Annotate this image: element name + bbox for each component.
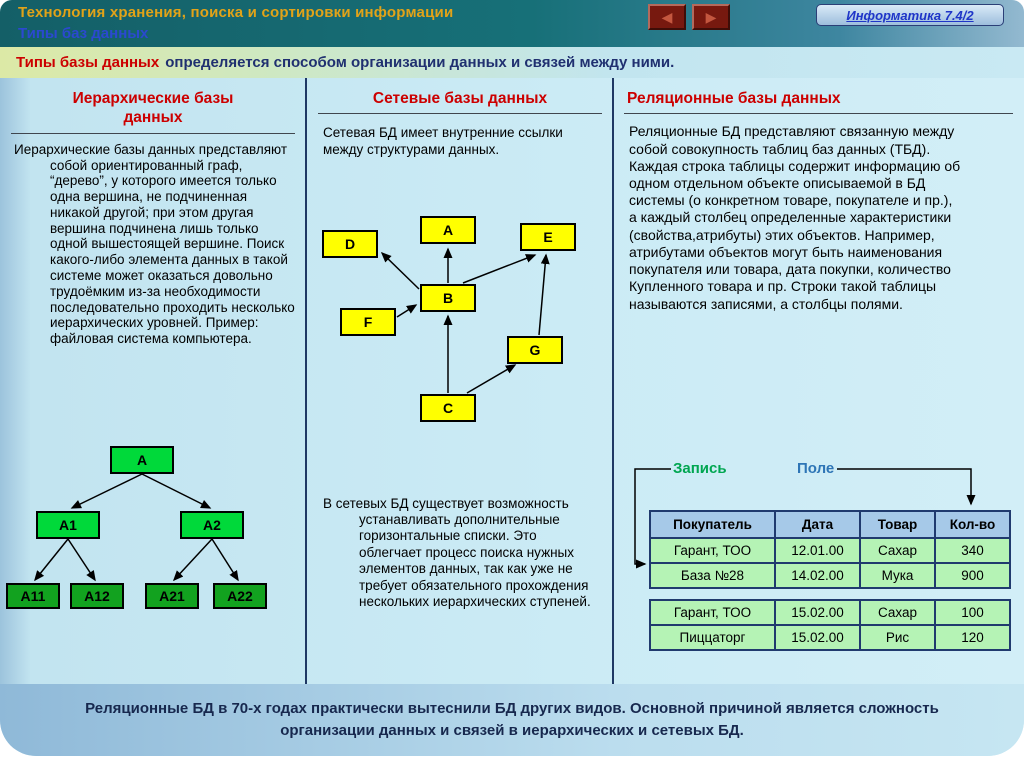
tree-arrows <box>34 473 239 582</box>
table-cell: 340 <box>934 537 1011 564</box>
record-field-connectors <box>634 468 976 569</box>
relational-heading: Реляционные базы данных <box>627 90 841 107</box>
network-diagram: A E D B F G C <box>315 205 607 445</box>
column-hierarchical: Иерархические базы данных Иерархические … <box>4 78 302 684</box>
record-label: Запись <box>673 460 727 477</box>
network-node-a: A <box>420 216 476 244</box>
table-cell: 12.01.00 <box>774 537 861 564</box>
next-slide-button[interactable]: ▶ <box>692 4 730 30</box>
table-cell: Рис <box>859 624 936 651</box>
lede-strip: Типы базы данных определяется способом о… <box>0 47 1024 78</box>
page-subtitle: Типы баз данных <box>18 25 149 42</box>
column-header: Кол-во <box>934 510 1011 539</box>
tree-node-a21: A21 <box>145 583 199 609</box>
heading-rule <box>318 113 602 115</box>
table-cell: 14.02.00 <box>774 562 861 589</box>
hierarchical-body: Иерархические базы данных представляют с… <box>14 141 295 347</box>
field-label: Поле <box>797 460 835 477</box>
tree-node-a1: A1 <box>36 511 100 539</box>
tree-node-a: A <box>110 446 174 474</box>
next-arrow-icon: ▶ <box>705 9 717 25</box>
network-intro: Сетевая БД имеет внутренние ссылки между… <box>323 125 563 158</box>
network-node-e: E <box>520 223 576 251</box>
table-cell: Сахар <box>859 537 936 564</box>
network-heading: Сетевые базы данных <box>372 90 548 107</box>
table-cell: 120 <box>934 624 1011 651</box>
table-cell: Гарант, ТОО <box>649 537 776 564</box>
course-badge-label: Информатика 7.4/2 <box>846 7 974 23</box>
table-cell: База №28 <box>649 562 776 589</box>
table-cell: Пиццаторг <box>649 624 776 651</box>
heading-rule <box>624 113 1013 115</box>
network-node-c: C <box>420 394 476 422</box>
table-cell: Мука <box>859 562 936 589</box>
heading-rule <box>11 132 295 134</box>
table-row: Гарант, ТОО 12.01.00 Сахар 340 <box>649 537 1011 564</box>
network-arrows <box>380 247 550 394</box>
column-header: Покупатель <box>649 510 776 539</box>
table-cell: 100 <box>934 599 1011 626</box>
lede-term: Типы базы данных <box>16 54 160 71</box>
relational-table-diagram: Запись Поле Покупатель Дата <box>625 460 1019 670</box>
network-node-b: B <box>420 284 476 312</box>
hierarchical-tree-diagram: A A1 A2 A11 A12 A21 A22 <box>4 444 302 629</box>
course-badge[interactable]: Информатика 7.4/2 <box>816 4 1004 26</box>
column-divider <box>305 78 307 684</box>
table-cell: 15.02.00 <box>774 599 861 626</box>
prev-slide-button[interactable]: ◀ <box>648 4 686 30</box>
network-node-g: G <box>507 336 563 364</box>
network-outro: В сетевых БД существует возможность уста… <box>323 495 591 610</box>
network-node-d: D <box>322 230 378 258</box>
table-row: Пиццаторг 15.02.00 Рис 120 <box>649 624 1011 651</box>
network-node-f: F <box>340 308 396 336</box>
slide-nav: ◀ ▶ <box>648 4 730 30</box>
purchases-table-bottom: Гарант, ТОО 15.02.00 Сахар 100 Пиццаторг… <box>649 599 1011 651</box>
tree-node-a12: A12 <box>70 583 124 609</box>
table-cell: 900 <box>934 562 1011 589</box>
table-row: Гарант, ТОО 15.02.00 Сахар 100 <box>649 599 1011 626</box>
column-divider <box>612 78 614 684</box>
column-header: Товар <box>859 510 936 539</box>
purchases-table-top: Покупатель Дата Товар Кол-во Гарант, ТОО… <box>649 510 1011 589</box>
hierarchical-heading: Иерархические базы данных <box>72 90 234 127</box>
relational-body: Реляционные БД представляют связанную ме… <box>629 123 961 312</box>
content-area: Иерархические базы данных Иерархические … <box>0 78 1024 684</box>
tree-node-a2: A2 <box>180 511 244 539</box>
table-cell: Гарант, ТОО <box>649 599 776 626</box>
table-cell: 15.02.00 <box>774 624 861 651</box>
table-row: База №28 14.02.00 Мука 900 <box>649 562 1011 589</box>
footer-text: Реляционные БД в 70-х годах практически … <box>85 699 939 740</box>
column-relational: Реляционные базы данных Реляционные БД п… <box>617 78 1020 684</box>
tree-node-a11: A11 <box>6 583 60 609</box>
header-bar: Технология хранения, поиска и сортировки… <box>0 0 1024 47</box>
table-cell: Сахар <box>859 599 936 626</box>
table-header-row: Покупатель Дата Товар Кол-во <box>649 510 1011 539</box>
page-title: Технология хранения, поиска и сортировки… <box>18 4 454 21</box>
footer-bar: Реляционные БД в 70-х годах практически … <box>0 684 1024 756</box>
tree-node-a22: A22 <box>213 583 267 609</box>
column-network: Сетевые базы данных Сетевая БД имеет вну… <box>311 78 609 684</box>
column-header: Дата <box>774 510 861 539</box>
prev-arrow-icon: ◀ <box>661 9 673 25</box>
lede-text: определяется способом организации данных… <box>165 54 675 71</box>
